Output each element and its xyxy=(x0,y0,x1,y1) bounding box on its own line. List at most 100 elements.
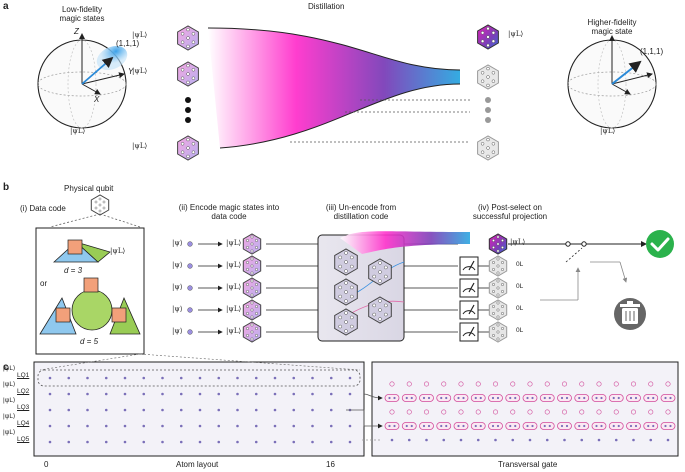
atom xyxy=(597,438,601,442)
panel-c-label: c xyxy=(3,362,9,373)
distillation-hex xyxy=(334,278,358,306)
atom-site xyxy=(441,381,447,387)
atom xyxy=(236,376,239,380)
atom xyxy=(329,440,333,444)
gate-pair xyxy=(401,394,417,402)
magic-state-hex xyxy=(177,25,199,51)
lq-ket: |ψL⟩ xyxy=(3,381,16,388)
input-magic-states xyxy=(177,25,199,161)
axis-start-label: 0 xyxy=(44,460,49,469)
vertical-dots-right xyxy=(485,97,491,123)
zero-logical-label: 0L xyxy=(516,305,524,312)
atom-site xyxy=(475,409,481,415)
atom xyxy=(198,392,202,396)
atom xyxy=(236,440,239,444)
atom xyxy=(104,408,108,412)
atom xyxy=(142,376,146,380)
atom-site xyxy=(561,381,567,387)
output-states xyxy=(477,24,499,161)
atom-site xyxy=(630,409,636,415)
distillation-hex xyxy=(368,296,392,324)
atom-site xyxy=(492,409,498,415)
ket-encoded-psi: |ψL⟩ xyxy=(226,239,242,247)
atom-site xyxy=(510,409,516,415)
atom xyxy=(390,438,394,442)
discarded-state-hex xyxy=(477,64,499,90)
step-1-label: (i) Data code xyxy=(20,204,66,213)
atom xyxy=(179,392,183,396)
gate-pair xyxy=(488,422,503,430)
magic-state-hex xyxy=(177,61,199,87)
panel-a-label: a xyxy=(3,1,9,12)
gate-pair xyxy=(470,394,486,402)
atom-site xyxy=(510,381,516,387)
ket-right-sphere: |ψL⟩ xyxy=(600,127,616,135)
atom xyxy=(632,438,635,442)
atom-site xyxy=(458,409,464,415)
gate-pair xyxy=(522,394,538,402)
point-label-left: (1,1,1) xyxy=(116,39,140,48)
lq-ket: |ψL⟩ xyxy=(3,397,16,404)
atom-site xyxy=(527,409,533,415)
atom xyxy=(104,424,108,428)
ket-output: |ψL⟩ xyxy=(508,30,524,38)
output-magic-hex xyxy=(488,233,508,255)
atom xyxy=(179,424,183,428)
zero-logical-label: 0L xyxy=(516,327,524,334)
atom xyxy=(329,408,333,412)
atom xyxy=(273,440,277,444)
vertical-dots-left xyxy=(185,97,191,123)
encoded-hex xyxy=(242,321,262,343)
gate-pair xyxy=(660,394,676,402)
meter-icon xyxy=(459,256,490,276)
unencode-box xyxy=(317,231,470,342)
atom xyxy=(311,440,314,444)
step-2-label: (ii) Encode magic states into data code xyxy=(178,203,280,222)
axis-end-label: 16 xyxy=(326,460,335,469)
atom xyxy=(161,440,164,444)
atom xyxy=(254,424,258,428)
atom xyxy=(142,392,146,396)
gate-pair xyxy=(608,422,624,430)
atom xyxy=(217,392,221,396)
zero-logical-label: 0L xyxy=(516,283,524,290)
ket-input-psi: |ψ⟩ xyxy=(172,239,183,247)
atom xyxy=(254,376,258,380)
atom xyxy=(217,408,221,412)
gate-pair xyxy=(539,422,555,430)
atom xyxy=(649,438,653,442)
atom xyxy=(292,408,296,412)
atom xyxy=(198,424,202,428)
ket-input-1: |ψL⟩ xyxy=(132,31,148,39)
data-code-box xyxy=(35,227,145,355)
lq-ket: |ψL⟩ xyxy=(3,429,16,436)
atom xyxy=(407,438,411,442)
gate-pair xyxy=(539,394,555,402)
atom-site xyxy=(475,381,481,387)
atom xyxy=(67,376,71,380)
atom xyxy=(104,440,108,444)
atom xyxy=(580,438,584,442)
gate-pair xyxy=(557,394,572,402)
left-sphere-title: Low-fidelity magic states xyxy=(59,5,105,24)
atom xyxy=(329,424,333,428)
gate-pair xyxy=(626,394,641,402)
atom xyxy=(476,438,480,442)
gate-pair xyxy=(436,422,452,430)
atom-site xyxy=(579,381,585,387)
gate-pair xyxy=(522,422,538,430)
physical-qubit-hex xyxy=(90,194,110,216)
gate-pair xyxy=(626,422,641,430)
gate-pair xyxy=(643,394,659,402)
ket-data-code: |ψL⟩ xyxy=(110,247,126,255)
atom xyxy=(329,392,333,396)
checkmark-icon xyxy=(646,230,674,258)
gate-pair xyxy=(453,394,469,402)
atom xyxy=(528,438,532,442)
atom-site xyxy=(596,381,602,387)
ket-input-2: |ψL⟩ xyxy=(132,67,148,75)
atom xyxy=(254,440,258,444)
atom-site xyxy=(561,409,567,415)
meter-icon xyxy=(459,322,490,342)
atom xyxy=(104,376,108,380)
